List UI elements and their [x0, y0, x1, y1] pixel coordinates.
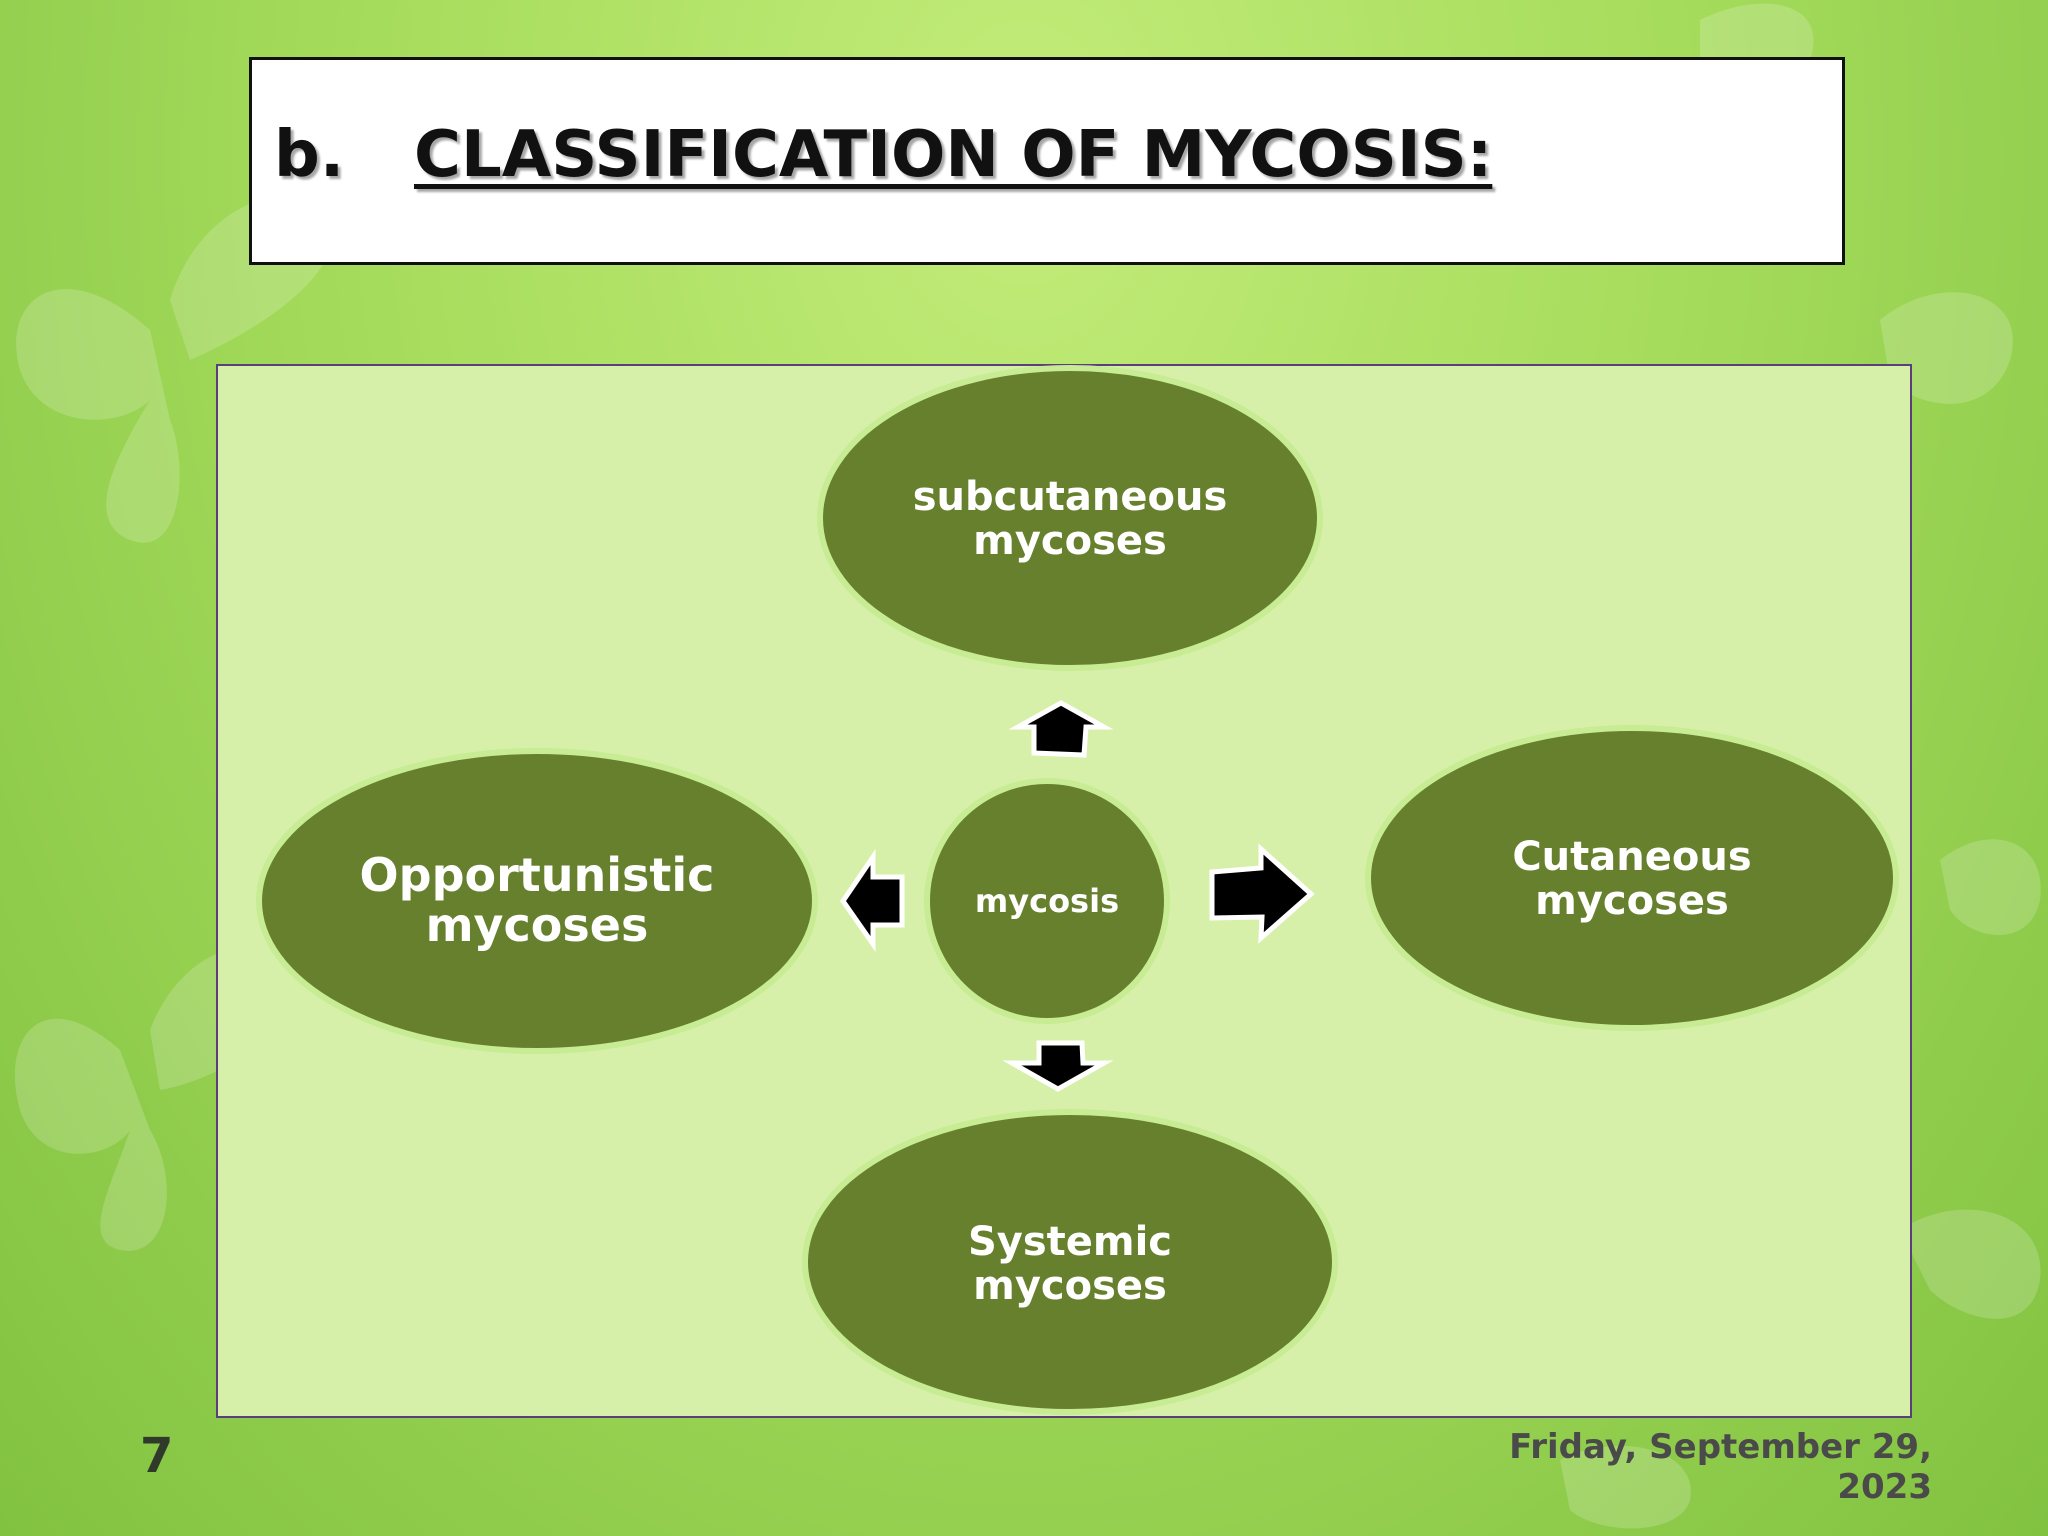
- arrow-up-icon: [1008, 700, 1114, 758]
- slide-date-line1: Friday, September 29,: [1509, 1427, 1932, 1467]
- node-subcutaneous: subcutaneous mycoses: [817, 365, 1323, 671]
- arrow-left-icon: [839, 848, 905, 952]
- node-cutaneous-shape: [1365, 725, 1899, 1031]
- node-subcutaneous-shape: [817, 365, 1323, 671]
- arrow-down-icon: [1002, 1040, 1114, 1092]
- node-systemic-line2: mycoses: [973, 1263, 1167, 1309]
- node-center-shape: [924, 778, 1170, 1024]
- node-opportunistic-line1: Opportunistic: [360, 848, 715, 902]
- slide-date: Friday, September 29, 2023: [1332, 1427, 1932, 1507]
- title-box: b. CLASSIFICATION OF MYCOSIS:: [249, 57, 1845, 265]
- title-main-text: CLASSIFICATION OF MYCOSIS:: [414, 118, 1493, 192]
- arrow-right-icon: [1209, 843, 1315, 944]
- node-cutaneous-line2: mycoses: [1535, 878, 1729, 924]
- node-cutaneous-line1: Cutaneous: [1512, 834, 1751, 880]
- node-systemic-shape: [802, 1109, 1338, 1415]
- slide-number: 7: [140, 1428, 174, 1484]
- node-cutaneous: Cutaneous mycoses: [1365, 725, 1899, 1031]
- node-opportunistic-shape: [256, 748, 818, 1054]
- node-subcutaneous-line1: subcutaneous: [913, 474, 1228, 520]
- node-opportunistic: Opportunistic mycoses: [256, 748, 818, 1054]
- node-systemic: Systemic mycoses: [802, 1109, 1338, 1415]
- node-opportunistic-line2: mycoses: [426, 898, 649, 952]
- title-letter: b.: [274, 118, 345, 192]
- node-center-label: mycosis: [975, 882, 1119, 920]
- node-subcutaneous-line2: mycoses: [973, 518, 1167, 564]
- slide-title: b. CLASSIFICATION OF MYCOSIS:: [274, 118, 1492, 192]
- node-center-mycosis: mycosis: [924, 778, 1170, 1024]
- node-systemic-line1: Systemic: [968, 1219, 1172, 1265]
- slide-date-line2: 2023: [1837, 1467, 1932, 1507]
